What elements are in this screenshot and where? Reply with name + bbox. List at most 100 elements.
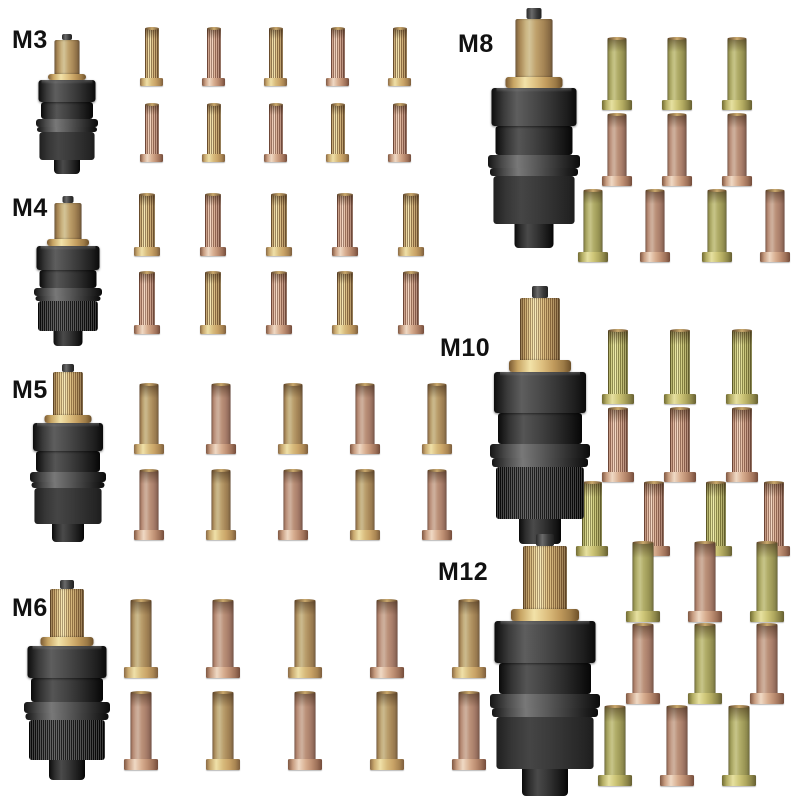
rivet-nut-flange: [206, 759, 240, 770]
rivet-nut-flange: [722, 176, 752, 186]
tool-tapered-shank: [52, 524, 84, 542]
tool-barrel: [499, 663, 591, 694]
rivet-nut: [288, 691, 322, 770]
rivet-nut-flange: [202, 154, 225, 162]
rivet-nut: [388, 103, 411, 162]
rivet-nut-flange: [326, 154, 349, 162]
rivet-nut-flange: [760, 252, 790, 262]
size-label-m3: M3: [12, 26, 48, 54]
rivet-nut-knurled-body: [607, 38, 627, 102]
rivet-nut-top-rim: [632, 623, 654, 626]
rivet-nut: [750, 541, 784, 622]
rivet-nut-flange: [206, 530, 236, 540]
rivet-nut: [726, 407, 758, 482]
rivet-nut-knurled-body: [732, 408, 752, 474]
rivet-nut-flange: [370, 759, 404, 770]
rivet-nut-flange: [700, 546, 732, 556]
rivet-nut-flange: [332, 325, 358, 334]
tool-threaded-mandrel: [523, 546, 567, 609]
rivet-nut-knurled-body: [355, 384, 375, 446]
tool-barrel: [39, 270, 97, 288]
tool-tapered-shank: [49, 760, 85, 780]
rivet-nut: [726, 329, 758, 404]
tool-mandrel-tip: [532, 286, 548, 298]
tool-barrel: [495, 126, 573, 155]
rivet-nut-top-rim: [337, 193, 353, 196]
tool-hex-nut: [494, 621, 596, 663]
rivet-nut-top-rim: [392, 103, 407, 106]
rivet-nut-flange: [702, 252, 732, 262]
rivet-nut-flange: [288, 667, 322, 678]
rivet-nut-top-rim: [764, 481, 784, 484]
rivet-nut-top-rim: [728, 705, 750, 708]
rivet-nut-top-rim: [271, 271, 287, 274]
rivet-nut-knurled-body: [458, 600, 480, 669]
tool-knurled-grip: [39, 132, 95, 160]
rivet-nut-knurled-body: [205, 194, 221, 249]
rivet-nut-flange: [388, 154, 411, 162]
rivet-nut-knurled-body: [212, 600, 234, 669]
rivet-nut-top-rim: [670, 407, 690, 410]
rivet-nut-flange: [422, 444, 452, 454]
rivet-nut: [124, 599, 158, 678]
rivet-nut-top-rim: [212, 599, 234, 602]
tool-brass-flange: [505, 77, 563, 88]
tool-collar-ring: [34, 288, 102, 296]
rivet-nut-top-rim: [283, 383, 303, 386]
rivet-nut-knurled-body: [139, 194, 155, 249]
rivet-nut: [332, 271, 358, 334]
rivet-nut-flange: [726, 472, 758, 482]
rivet-nut-flange: [688, 693, 722, 704]
rivet-nut: [350, 383, 380, 454]
tool-barrel: [41, 102, 93, 119]
size-label-m5: M5: [12, 376, 48, 404]
rivet-nut-top-rim: [144, 103, 159, 106]
rivet-nut-flange: [134, 530, 164, 540]
rivet-nut-flange: [726, 394, 758, 404]
rivet-nut-top-rim: [139, 193, 155, 196]
rivet-nut: [422, 469, 452, 540]
rivet-nut-flange: [602, 472, 634, 482]
tool-mandrel-tip: [60, 580, 74, 589]
tool-barrel: [36, 451, 100, 472]
rivet-nut-flange: [266, 247, 292, 256]
tool-brass-flange: [509, 360, 571, 372]
rivet-nut-top-rim: [732, 407, 752, 410]
rivet-nut: [124, 691, 158, 770]
rivet-nut-top-rim: [756, 623, 778, 626]
rivet-nut-knurled-body: [271, 272, 287, 327]
rivet-nut-knurled-body: [604, 706, 626, 777]
rivet-nut: [370, 691, 404, 770]
tool-collar-ring-secondary: [492, 708, 598, 717]
rivet-nut-top-rim: [706, 481, 726, 484]
rivet-nut-knurled-body: [706, 482, 726, 548]
rivet-tool-head-m3: [36, 34, 98, 174]
rivet-nut-knurled-body: [337, 272, 353, 327]
rivet-nut-top-rim: [139, 469, 159, 472]
rivet-nut-flange: [640, 252, 670, 262]
rivet-nut-top-rim: [604, 705, 626, 708]
rivet-nut-top-rim: [403, 193, 419, 196]
rivet-nut: [134, 193, 160, 256]
tool-mandrel-tip: [62, 364, 74, 372]
rivet-nut-flange: [598, 775, 632, 786]
rivet-nut-top-rim: [205, 193, 221, 196]
rivet-nut-top-rim: [376, 599, 398, 602]
rivet-nut-top-rim: [666, 705, 688, 708]
tool-collar-ring: [24, 702, 110, 713]
tool-tapered-shank: [514, 224, 554, 248]
rivet-nut: [602, 37, 632, 110]
tool-collar-ring: [36, 119, 98, 127]
tool-barrel: [498, 413, 582, 444]
rivet-nut-top-rim: [337, 271, 353, 274]
rivet-nut-flange: [398, 325, 424, 334]
rivet-nut-top-rim: [765, 189, 785, 192]
rivet-nut-flange: [350, 530, 380, 540]
rivet-nut-knurled-body: [694, 542, 716, 613]
rivet-nut-knurled-body: [694, 624, 716, 695]
rivet-nut-top-rim: [330, 27, 345, 30]
tool-knurled-grip: [493, 176, 575, 224]
